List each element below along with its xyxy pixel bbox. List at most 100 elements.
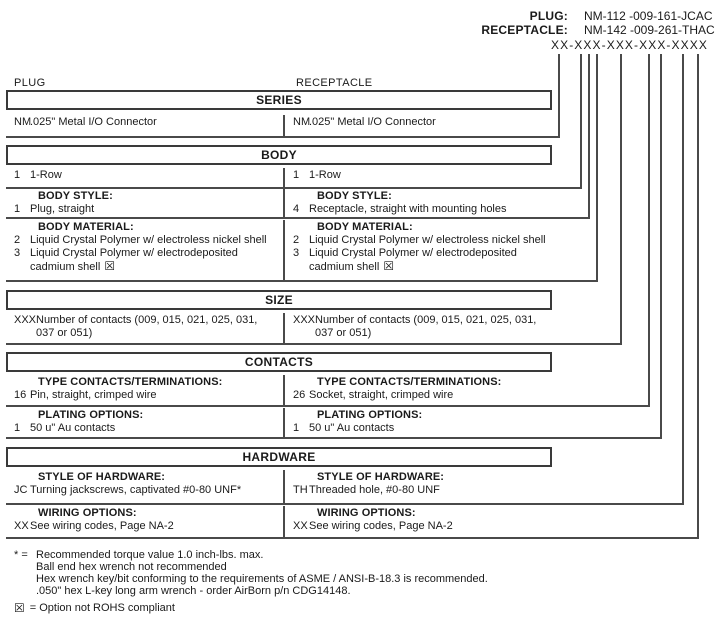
hardware-style-label: STYLE OF HARDWARE: [38, 471, 166, 483]
option-code: 16 [14, 389, 27, 401]
plating-row: PLATING OPTIONS: 1 50 u" Au contacts PLA… [6, 408, 552, 437]
body-row-receptacle-entry: 1 1-Row [285, 169, 552, 182]
separator-body-row2 [6, 217, 590, 219]
receptacle-part-number-label: RECEPTACLE: [481, 23, 568, 37]
body-style-receptacle-entry: 4 Receptacle, straight with mounting hol… [285, 203, 552, 216]
option-code: 26 [293, 389, 306, 401]
body-style-label: BODY STYLE: [317, 190, 392, 202]
body-material-label: BODY MATERIAL: [317, 221, 413, 233]
series-receptacle-entry: NM .025" Metal I/O Connector [285, 116, 552, 129]
torque-footnote-line3: Hex wrench key/bit conforming to the req… [36, 573, 488, 585]
option-code: XX [293, 520, 308, 532]
part-number-mask: XX-XXX-XXX-XXX-XXXX [551, 38, 708, 52]
rohs-footnote-text: = Option not ROHS compliant [29, 602, 175, 614]
option-desc: Liquid Crystal Polymer w/ electrodeposit… [309, 247, 517, 259]
plating-receptacle-entry: 1 50 u" Au contacts [285, 422, 552, 435]
separator-series-bottom [6, 136, 560, 138]
option-desc: Liquid Crystal Polymer w/ electroless ni… [30, 234, 267, 246]
option-desc: See wiring codes, Page NA-2 [309, 520, 453, 532]
plating-label: PLATING OPTIONS: [38, 409, 144, 421]
contact-type-row: TYPE CONTACTS/TERMINATIONS: 16 Pin, stra… [6, 375, 552, 405]
option-desc: Socket, straight, crimped wire [309, 389, 454, 401]
connector-line-contact-type [648, 54, 650, 407]
separator-body-row1 [6, 187, 582, 189]
option-desc: See wiring codes, Page NA-2 [30, 520, 174, 532]
size-receptacle-entry: XXX Number of contacts (009, 015, 021, 0… [285, 314, 552, 327]
separator-size-bottom [6, 343, 622, 345]
body-material-plug-entry: 2 Liquid Crystal Polymer w/ electroless … [6, 234, 283, 247]
body-row-plug-entry: 1 1-Row [6, 169, 283, 182]
option-desc: Number of contacts (009, 015, 021, 025, … [315, 314, 537, 326]
wiring-plug-entry: XX See wiring codes, Page NA-2 [6, 520, 283, 533]
torque-footnote-line2: Ball end hex wrench not recommended [36, 561, 227, 573]
option-desc: .025" Metal I/O Connector [309, 116, 436, 128]
contact-type-label: TYPE CONTACTS/TERMINATIONS: [317, 376, 502, 388]
series-plug-entry: NM .025" Metal I/O Connector [6, 116, 283, 129]
body-style-row: BODY STYLE: 1 Plug, straight BODY STYLE:… [6, 189, 552, 217]
series-row: NM .025" Metal I/O Connector NM .025" Me… [6, 115, 552, 136]
section-header-contacts: CONTACTS [6, 352, 552, 372]
section-header-size: SIZE [6, 290, 552, 310]
option-code: XXX [14, 314, 37, 326]
option-code: XX [14, 520, 29, 532]
connector-line-plating [660, 54, 662, 439]
connector-line-body-material [596, 54, 598, 282]
option-desc: Pin, straight, crimped wire [30, 389, 157, 401]
option-code: 1 [293, 169, 300, 181]
option-code: JC [14, 484, 28, 496]
section-header-hardware: HARDWARE [6, 447, 552, 467]
hardware-style-row: STYLE OF HARDWARE: JC Turning jackscrews… [6, 470, 552, 503]
not-rohs-icon: ☒ [14, 601, 25, 615]
receptacle-column-heading: RECEPTACLE [296, 77, 373, 89]
wiring-options-row: WIRING OPTIONS: XX See wiring codes, Pag… [6, 506, 552, 537]
option-code: 1 [293, 422, 300, 434]
option-code: NM [14, 116, 32, 128]
option-desc-continued: cadmium shell☒ [30, 259, 116, 273]
option-desc: .025" Metal I/O Connector [30, 116, 157, 128]
option-desc: Threaded hole, #0-80 UNF [309, 484, 440, 496]
contact-type-label: TYPE CONTACTS/TERMINATIONS: [38, 376, 223, 388]
option-desc: 1-Row [309, 169, 341, 181]
body-style-plug-entry: 1 Plug, straight [6, 203, 283, 216]
plug-part-number-label: PLUG: [529, 9, 568, 23]
hardware-style-plug-entry: JC Turning jackscrews, captivated #0-80 … [6, 484, 283, 497]
option-desc: 1-Row [30, 169, 62, 181]
connector-line-body-style [588, 54, 590, 219]
option-code: TH [293, 484, 308, 496]
option-code: 1 [14, 203, 21, 215]
body-material-row: BODY MATERIAL: 2 Liquid Crystal Polymer … [6, 220, 552, 280]
wiring-options-label: WIRING OPTIONS: [317, 507, 416, 519]
torque-footnote-line4: .050" hex L-key long arm wrench - order … [36, 585, 351, 597]
body-material-plug-entry: 3 Liquid Crystal Polymer w/ electrodepos… [6, 247, 283, 260]
option-code: 2 [14, 234, 21, 246]
torque-footnote-marker: * = [14, 549, 28, 561]
connector-line-body-row [580, 54, 582, 189]
option-desc: Turning jackscrews, captivated #0-80 UNF… [30, 484, 242, 496]
body-row-count: 1 1-Row 1 1-Row [6, 168, 552, 187]
torque-footnote-line1: Recommended torque value 1.0 inch-lbs. m… [36, 549, 264, 561]
option-desc: Plug, straight [30, 203, 95, 215]
wiring-receptacle-entry: XX See wiring codes, Page NA-2 [285, 520, 552, 533]
option-code: 4 [293, 203, 300, 215]
section-header-series: SERIES [6, 90, 552, 110]
option-code: 2 [293, 234, 300, 246]
option-desc: 50 u" Au contacts [309, 422, 395, 434]
plug-column-heading: PLUG [14, 77, 46, 89]
rohs-footnote: ☒ = Option not ROHS compliant [14, 602, 175, 614]
receptacle-part-number-value: NM-142 -009-261-THAC [584, 23, 715, 37]
separator-body-bottom [6, 280, 598, 282]
hardware-style-receptacle-entry: TH Threaded hole, #0-80 UNF [285, 484, 552, 497]
option-code: XXX [293, 314, 316, 326]
option-code: 3 [14, 247, 21, 259]
option-code: 3 [293, 247, 300, 259]
not-rohs-icon: ☒ [104, 259, 116, 273]
plating-plug-entry: 1 50 u" Au contacts [6, 422, 283, 435]
body-material-receptacle-entry: 3 Liquid Crystal Polymer w/ electrodepos… [285, 247, 552, 260]
option-desc: Number of contacts (009, 015, 021, 025, … [36, 314, 258, 326]
connector-line-hardware-style [682, 54, 684, 505]
size-plug-entry: XXX Number of contacts (009, 015, 021, 0… [6, 314, 283, 327]
separator-contacts-row1 [6, 405, 650, 407]
option-desc: Receptacle, straight with mounting holes [309, 203, 507, 215]
option-desc: Liquid Crystal Polymer w/ electrodeposit… [30, 247, 238, 259]
